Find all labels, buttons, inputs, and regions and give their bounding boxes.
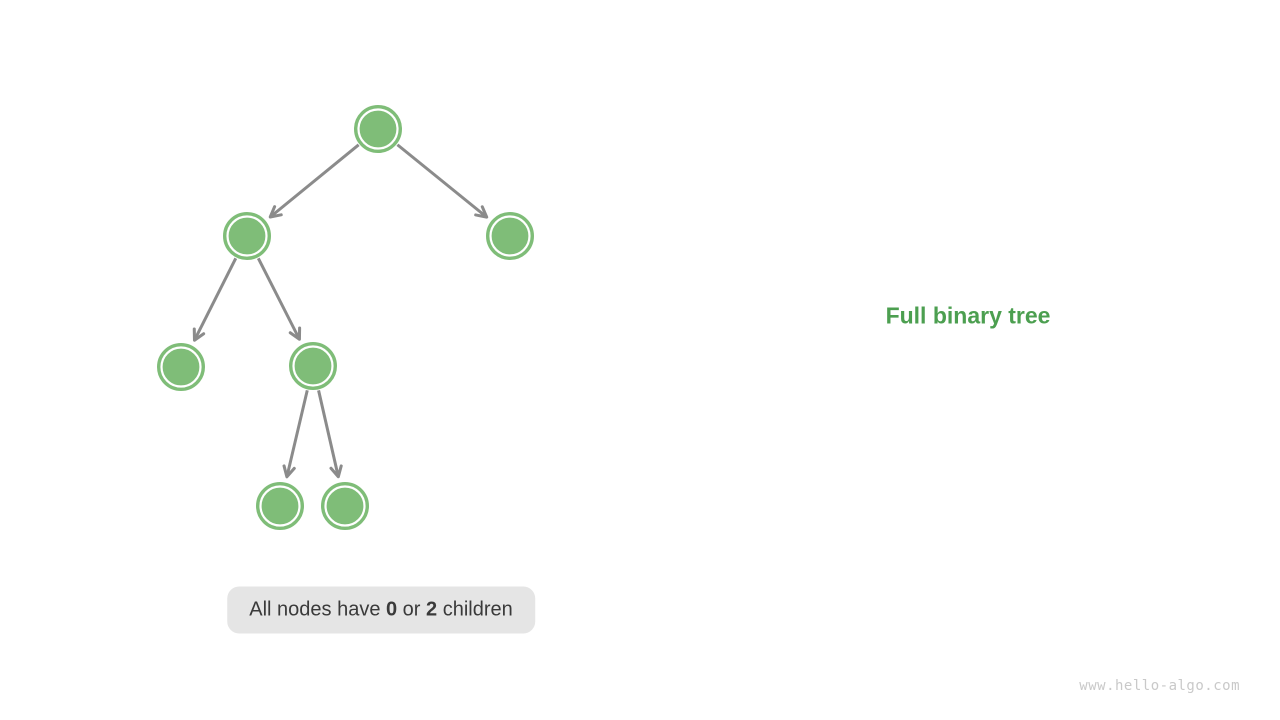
watermark-url: www.hello-algo.com [1079,678,1240,694]
diagram-title: Full binary tree [885,302,1051,329]
tree-edge-root-R [396,143,489,219]
caption-text-part: children [437,598,513,621]
tree-node-LRR [321,482,369,530]
tree-edge-LR-LRR [317,390,343,479]
tree-node-root [354,105,402,153]
caption-text-part: All nodes have [249,598,386,621]
tree-edge-root-L [268,143,360,219]
caption-pill: All nodes have 0 or 2 children [227,586,535,634]
tree-node-LL [157,343,205,391]
tree-node-LR [289,342,337,390]
tree-node-R [486,212,534,260]
tree-edge-LR-LRL [282,389,309,479]
tree-edge-L-LL [192,257,238,342]
caption-zero: 0 [386,598,398,621]
tree-edge-L-LR [256,257,302,341]
caption-two: 2 [426,598,438,621]
caption-text-part: or [397,598,427,621]
tree-node-L [223,212,271,260]
tree-node-LRL [256,482,304,530]
